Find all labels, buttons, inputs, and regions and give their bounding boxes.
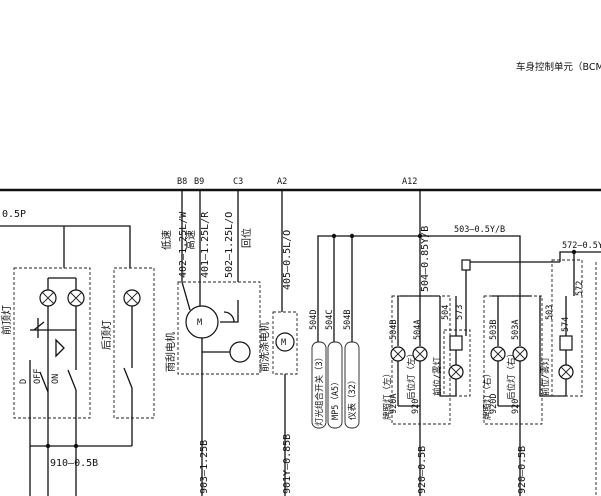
pos-lamp-left-label: 后位灯（左） bbox=[406, 349, 417, 400]
wiper-motor-label: 雨刮电机 bbox=[164, 332, 177, 372]
rear-dome-lamp-label: 后顶灯 bbox=[101, 320, 113, 350]
rear-fog-left-label: 前位/雾灯 bbox=[432, 356, 443, 396]
connector-b9: B9 bbox=[194, 177, 204, 187]
low-speed-label: 低速 bbox=[160, 230, 173, 250]
pin-920-right: 920 bbox=[511, 399, 521, 414]
pin-503: 503 bbox=[545, 305, 555, 320]
pin-504b-switch: 504B bbox=[343, 310, 353, 330]
fuse-573 bbox=[461, 259, 471, 271]
wire-0-5p: 0.5P bbox=[2, 209, 26, 220]
washer-motor-symbol: M bbox=[275, 332, 295, 352]
high-speed-label: 高速 bbox=[184, 230, 197, 250]
wire-402-label: 402–1.25L/W bbox=[178, 211, 189, 278]
meter-label: 仪表（32） bbox=[347, 376, 358, 420]
pin-920a: 920A bbox=[389, 394, 399, 414]
bcm-title: 车身控制单元（BCM） bbox=[516, 61, 601, 73]
wire-910-label: 910–0.5B bbox=[50, 458, 98, 469]
rear-fog-right-label: 前位/雾灯 bbox=[540, 356, 551, 396]
wire-0-5p-line bbox=[0, 225, 131, 268]
connector-a12: A12 bbox=[402, 177, 417, 187]
meter-tag bbox=[344, 341, 360, 429]
lp-lamp-right-label: 牌照灯（右） bbox=[482, 369, 493, 420]
pin-504a: 504A bbox=[413, 320, 423, 340]
front-dome-lamp-label: 前顶灯 bbox=[0, 305, 13, 335]
pin-920: 920 bbox=[411, 399, 421, 414]
wire-920-right-label: 920–0.5B bbox=[517, 446, 528, 494]
svg-text:M: M bbox=[197, 318, 202, 328]
lp-lamp-left-label: 牌照灯（左） bbox=[382, 369, 393, 420]
pin-572: 572 bbox=[575, 281, 585, 296]
pos-lamp-right-label: 后位灯（右） bbox=[506, 349, 517, 400]
light-switch-label: 灯光组合开关（3） bbox=[314, 353, 325, 426]
wire-504d-bus bbox=[317, 235, 420, 342]
pin-920d: 920D bbox=[489, 394, 499, 414]
wiper-motor-symbol: M bbox=[181, 281, 251, 374]
connector-c3: C3 bbox=[233, 177, 243, 187]
pin-503a: 503A bbox=[511, 320, 521, 340]
rear-dome-lamp-bulb bbox=[123, 289, 141, 418]
wire-502-label: 502–1.25L/O bbox=[224, 212, 235, 278]
front-dome-pin-b: OFF bbox=[33, 369, 43, 384]
wire-405-label: 405–0.5L/O bbox=[282, 230, 293, 290]
wire-504-label: 504–0.85Y/B bbox=[420, 226, 431, 292]
wiper-motor-box bbox=[177, 281, 261, 375]
return-label: 回位 bbox=[240, 228, 253, 248]
svg-text:M: M bbox=[281, 338, 286, 348]
front-dome-lamp-bulbs bbox=[29, 277, 85, 418]
mp5-label: MP5（A5） bbox=[330, 377, 341, 420]
wire-503-line bbox=[420, 235, 521, 296]
wire-901-label: 901Y–0.85B bbox=[282, 434, 293, 494]
pin-504b: 504B bbox=[389, 320, 399, 340]
pin-573: 573 bbox=[455, 305, 465, 320]
wire-503-label: 503–0.5Y/B bbox=[454, 225, 505, 235]
front-dome-pin-a: D bbox=[19, 379, 29, 384]
pin-503b: 503B bbox=[489, 320, 499, 340]
wire-920-left-label: 920–0.5B bbox=[417, 446, 428, 494]
front-dome-pin-c: ON bbox=[51, 374, 61, 384]
light-switch-tag bbox=[311, 341, 327, 429]
right-rear-lamp-box bbox=[483, 295, 543, 425]
mp5-tag bbox=[327, 341, 343, 429]
right-rear-lamps bbox=[490, 296, 574, 424]
connector-b8: B8 bbox=[177, 177, 187, 187]
pin-504d: 504D bbox=[309, 310, 319, 330]
wire-572-label: 572–0.5Y bbox=[562, 241, 601, 251]
rear-dome-lamp-box bbox=[113, 267, 155, 419]
connector-a2: A2 bbox=[277, 177, 287, 187]
wire-572-line bbox=[559, 251, 601, 262]
washer-motor-label: 前洗涤电机 bbox=[258, 322, 271, 372]
left-rear-lamps bbox=[390, 262, 467, 424]
pin-504: 504 bbox=[441, 305, 451, 320]
wire-903-label: 903–1.25B bbox=[199, 440, 210, 494]
pin-504c: 504C bbox=[325, 310, 335, 330]
right-fog-lamp-box bbox=[551, 259, 583, 397]
wire-401-label: 401–1.25L/R bbox=[200, 211, 211, 278]
left-fog-lamp-box bbox=[443, 329, 471, 397]
left-rear-lamp-box bbox=[391, 295, 451, 425]
front-dome-lamp-box bbox=[13, 267, 91, 419]
